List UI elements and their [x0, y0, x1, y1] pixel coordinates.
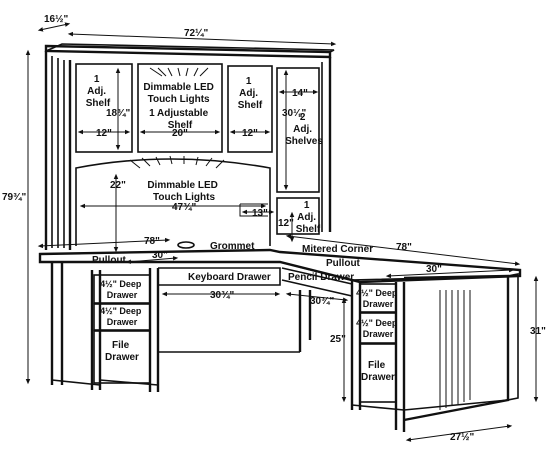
dim-h-far-right: 30⅛"	[282, 108, 306, 119]
label-keyboard-drawer: Keyboard Drawer	[188, 272, 271, 283]
drawer-file-right	[359, 343, 397, 403]
label-deep-drawer-3: 4½" Deep Drawer	[356, 288, 400, 309]
compartment-middle	[75, 158, 271, 246]
dim-h-mid: 22"	[110, 180, 126, 191]
dimension-lines	[25, 22, 539, 442]
dim-h-knee: 25"	[330, 334, 346, 345]
drawer-deep-3	[359, 283, 397, 313]
led-glow-top	[149, 67, 209, 77]
label-file-drawer-left: File Drawer	[105, 340, 139, 363]
dim-line-depth-return	[385, 267, 515, 279]
label-mitered-corner: Mitered Corner	[302, 244, 373, 255]
dim-w-pencil: 30¾"	[310, 296, 334, 307]
dim-h-small-2: 12"	[278, 218, 294, 229]
left-pedestal-leg-2	[148, 268, 160, 392]
grommet	[177, 241, 195, 249]
dimension-text: 16½" 72¼" 79¾" 18¾" 12" 20" 12" 14" 30⅛"…	[2, 14, 546, 443]
led-glow-mid	[129, 155, 225, 169]
dim-w-center-top: 20"	[172, 128, 188, 139]
label-pullout-left: Pullout	[92, 255, 127, 266]
label-lights-mid: Dimmable LED Touch Lights	[147, 180, 220, 203]
drawer-deep-2	[93, 303, 151, 331]
dim-h-desk: 31"	[530, 326, 546, 337]
dim-line-depth-hutch	[37, 22, 71, 32]
label-deep-drawer-4: 4½" Deep Drawer	[356, 318, 400, 339]
label-shelves-right: 2 Adj. Shelves	[285, 112, 323, 147]
hutch-crown	[44, 44, 332, 59]
dim-line-width-hutch	[67, 31, 337, 47]
right-panel-slats	[439, 290, 471, 410]
dim-width-hutch: 72¼"	[184, 28, 208, 39]
dim-line-depth-base	[405, 424, 513, 442]
label-lights-top: Dimmable LED Touch Lights 1 Adjustable S…	[143, 82, 216, 131]
dim-w-mid: 47¾"	[172, 202, 196, 213]
dim-line-w-gap	[125, 256, 179, 264]
left-stretcher	[51, 379, 159, 386]
dim-w-right-shelf: 12"	[242, 128, 258, 139]
drawer-file-left	[93, 330, 151, 384]
dim-w-left-shelf: 12"	[96, 128, 112, 139]
label-deep-drawer-1: 4½" Deep Drawer	[100, 279, 144, 300]
hutch-left-slats	[51, 56, 65, 248]
dim-w-desk-left: 78"	[144, 236, 160, 247]
dim-h-small-1: 13"	[252, 208, 268, 219]
center-leg	[298, 290, 312, 352]
dim-h-left-shelf: 18¾"	[106, 108, 130, 119]
dim-height-total: 79¾"	[2, 192, 26, 203]
dim-w-desk-right: 78"	[396, 242, 412, 253]
compartment-left	[75, 63, 133, 153]
dim-depth-base: 27½"	[450, 432, 474, 443]
drawer-deep-1	[93, 274, 151, 304]
dim-line-w-desk-right	[285, 234, 521, 266]
compartment-far-right	[276, 67, 320, 193]
compartment-right	[227, 65, 273, 153]
dim-w-gap: 30"	[152, 250, 168, 261]
label-file-drawer-right: File Drawer	[361, 360, 395, 383]
right-end-panel	[403, 274, 510, 422]
keyboard-drawer	[158, 267, 281, 286]
left-leg-front	[50, 262, 64, 385]
label-deep-drawer-2: 4½" Deep Drawer	[100, 306, 144, 327]
right-base	[351, 399, 509, 411]
label-pencil-drawer: Pencil Drawer	[288, 272, 354, 283]
dim-depth-hutch: 16½"	[44, 14, 68, 25]
drawer-deep-4	[359, 312, 397, 344]
dim-w-far-right: 14"	[292, 88, 308, 99]
dim-line-w-pencil	[285, 292, 349, 302]
right-end-edge	[507, 273, 519, 401]
desk	[38, 241, 522, 432]
hutch-crown-top	[45, 43, 335, 53]
label-shelf-small: 1 Adj. Shelf	[296, 200, 321, 235]
dim-line-w-desk-left	[37, 237, 171, 249]
label-grommet: Grommet	[210, 241, 255, 252]
right-ped-leg-1	[350, 280, 362, 410]
label-shelf-left: 1 Adj. Shelf	[86, 74, 111, 109]
compartment-small	[276, 197, 320, 235]
dim-w-keyboard: 30¾"	[210, 290, 234, 301]
label-pullout-right: Pullout	[326, 258, 361, 269]
dim-depth-return: 30"	[426, 264, 442, 275]
label-shelf-right: 1 Adj. Shelf	[238, 76, 263, 111]
compartment-center	[137, 63, 223, 153]
labels: 1 Adj. Shelf Dimmable LED Touch Lights 1…	[86, 74, 400, 383]
